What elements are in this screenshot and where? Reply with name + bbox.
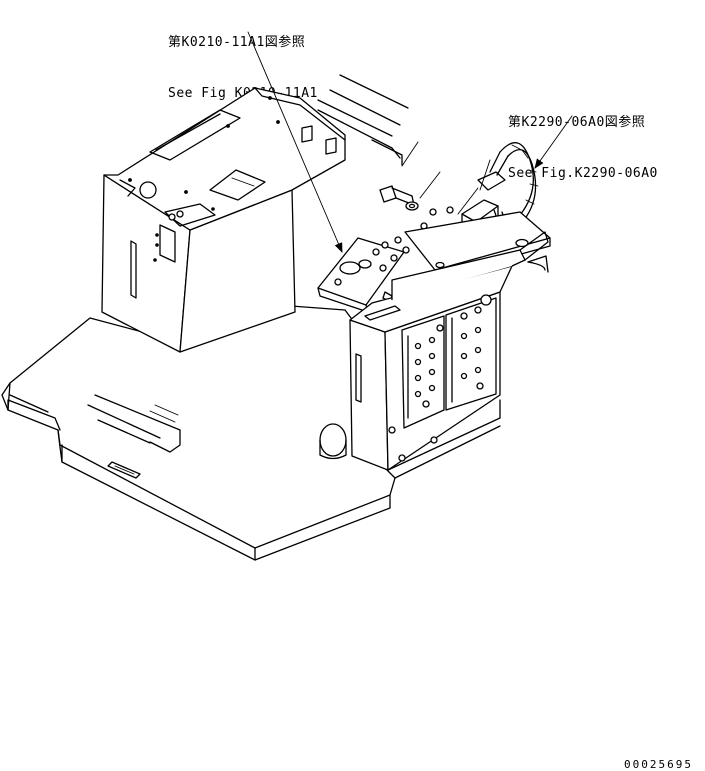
harness-assembly	[379, 141, 551, 279]
rear-rails	[317, 74, 409, 166]
floor-plate	[1, 299, 396, 561]
left-housing	[101, 87, 346, 353]
callout-leaders	[247, 31, 573, 253]
switch-bracket	[317, 236, 410, 313]
callout-k2290-06a0: 第K2290-06A0図参照 See Fig.K2290-06A0	[508, 80, 658, 199]
drawing-number: 00025695	[624, 758, 693, 771]
right-frame	[349, 231, 549, 479]
callout-k2290-06a0-en: See Fig.K2290-06A0	[508, 166, 658, 181]
callout-k2290-06a0-jp: 第K2290-06A0図参照	[508, 115, 646, 130]
callout-k0210-11a1-jp: 第K0210-11A1図参照	[168, 35, 306, 50]
